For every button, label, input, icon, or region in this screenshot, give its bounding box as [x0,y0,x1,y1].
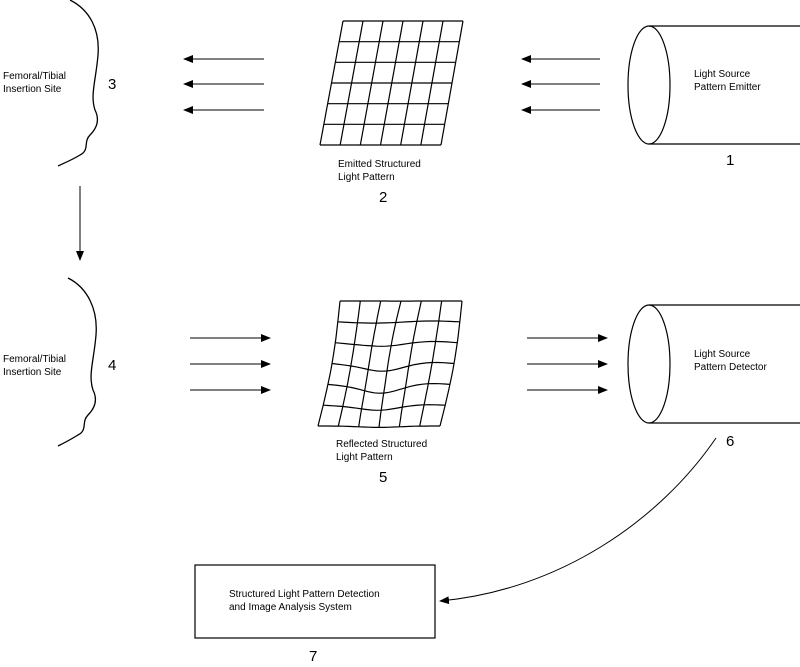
emitter-title: Light Source [694,69,751,80]
reflected-column-line [398,300,422,427]
grid-column-line [420,20,444,146]
emitted-pattern-label-line2: Light Pattern [338,172,395,183]
emitter-cylinder-face [627,25,671,145]
target-bottom-label-line1: Femoral/Tibial [3,354,66,365]
emitter-number: 1 [726,152,735,169]
analysis-number: 7 [309,648,318,665]
target-top-label-line1: Femoral/Tibial [3,71,66,82]
arrows-target-to-reflected [190,334,271,394]
reflected-row-line [337,320,460,324]
grid-column-line [440,20,464,146]
reflected-pattern-number: 5 [379,469,388,486]
insertion-site-profile-top [57,0,99,167]
reflected-row-line [323,404,446,411]
reflected-column-line [439,300,463,427]
grid-column-line [400,20,424,146]
detector-title: Light Source [694,349,751,360]
insertion-site-profile-bottom [57,277,97,447]
analysis-label-line1: Structured Light Pattern Detection [229,589,380,600]
grid-column-line [339,20,364,146]
grid-column-line [319,20,344,146]
target-top-number: 3 [108,76,117,93]
grid-column-line [379,20,404,146]
arrows-reflected-to-detector [527,334,608,394]
reflected-light-grid [317,300,463,428]
reflected-column-line [419,300,443,427]
arrows-emitter-to-pattern [521,55,600,114]
emitted-light-grid [319,20,464,146]
reflected-pattern-label-line2: Light Pattern [336,452,393,463]
target-bottom-number: 4 [108,357,117,374]
detector-cylinder-face [627,304,671,424]
analysis-system-box [194,564,436,639]
arrows-pattern-to-target [183,55,264,114]
target-bottom-label-line2: Insertion Site [3,367,62,378]
target-top-label-line2: Insertion Site [3,84,62,95]
reflected-column-line [378,300,402,428]
emitted-pattern-number: 2 [379,189,388,206]
grid-column-line [359,20,384,146]
emitted-pattern-label-line1: Emitted Structured [338,159,421,170]
reflected-pattern-label-line1: Reflected Structured [336,439,428,450]
detector-number: 6 [726,433,735,450]
detector-subtitle: Pattern Detector [694,362,767,373]
reflected-column-line [317,300,341,427]
curved-arrow-to-analysis [439,437,717,605]
analysis-label-line2: and Image Analysis System [229,602,352,613]
reflected-column-line [358,300,382,427]
emitter-subtitle: Pattern Emitter [694,82,761,93]
reflected-column-line [337,300,361,427]
emitter-cylinder [627,25,800,145]
detector-cylinder [627,304,800,424]
